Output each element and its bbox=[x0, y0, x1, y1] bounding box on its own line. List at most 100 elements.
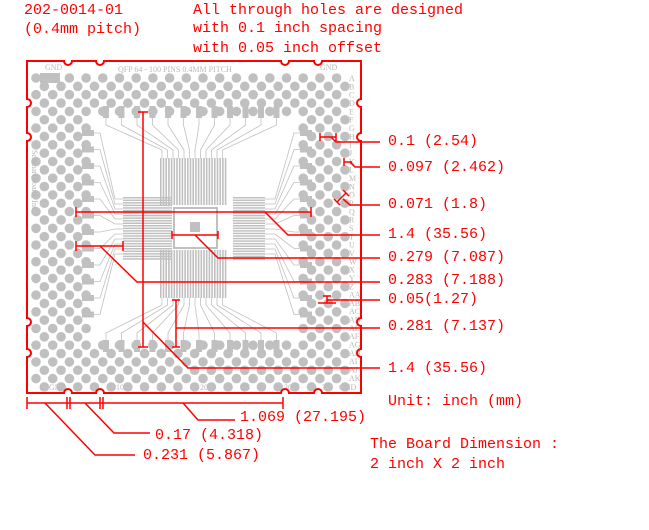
through-hole bbox=[298, 89, 309, 100]
trace bbox=[94, 253, 123, 315]
through-hole bbox=[47, 256, 58, 267]
qfp-pad bbox=[233, 207, 265, 209]
through-hole bbox=[148, 357, 158, 367]
row-label: AB bbox=[349, 299, 360, 308]
dimension-lines bbox=[26, 111, 380, 456]
through-hole bbox=[340, 131, 350, 142]
qfp-fanout-pad bbox=[273, 106, 280, 118]
part-number: 202-0014-01 bbox=[24, 2, 124, 19]
board-dimension-label: The Board Dimension : bbox=[370, 436, 560, 453]
qfp-pad bbox=[233, 202, 265, 204]
qfp-fanout-pad bbox=[165, 340, 171, 352]
qfp-pad bbox=[160, 250, 162, 298]
through-hole bbox=[290, 81, 300, 92]
row-label: T bbox=[349, 232, 354, 241]
through-hole bbox=[340, 265, 350, 275]
through-hole bbox=[306, 365, 317, 376]
qfp-pad bbox=[123, 207, 172, 209]
through-hole bbox=[331, 307, 342, 317]
through-hole bbox=[181, 89, 192, 100]
through-hole bbox=[323, 248, 334, 259]
through-hole bbox=[306, 81, 317, 92]
dim-label-left: 0.283 (7.188) bbox=[388, 272, 506, 289]
qfp-pad bbox=[170, 250, 173, 298]
trace bbox=[183, 118, 190, 158]
dim-label-notch-edge: 0.231 (5.867) bbox=[143, 447, 261, 464]
qfp-pad bbox=[233, 248, 265, 250]
through-hole bbox=[72, 98, 83, 108]
qfp-pad bbox=[173, 250, 176, 298]
through-hole bbox=[248, 373, 258, 384]
through-hole bbox=[323, 114, 334, 125]
through-hole bbox=[323, 348, 334, 359]
through-hole bbox=[56, 148, 66, 158]
through-hole bbox=[114, 357, 125, 367]
row-label: H bbox=[349, 132, 355, 141]
through-hole bbox=[123, 98, 133, 108]
through-hole bbox=[89, 348, 100, 359]
through-hole bbox=[306, 114, 317, 125]
column-label: 15 bbox=[158, 383, 166, 392]
through-hole bbox=[72, 215, 83, 225]
through-hole bbox=[64, 223, 75, 234]
through-hole bbox=[47, 190, 58, 200]
through-hole bbox=[198, 357, 208, 367]
trace bbox=[265, 198, 300, 220]
qfp-pad bbox=[173, 158, 176, 205]
qfp-fanout-pad bbox=[300, 262, 312, 268]
through-hole bbox=[214, 89, 225, 100]
row-label: I bbox=[349, 141, 352, 150]
qfp-pad bbox=[160, 158, 162, 205]
through-hole bbox=[198, 73, 208, 83]
dim-label-offset: 0.05(1.27) bbox=[388, 291, 479, 308]
through-hole bbox=[106, 98, 116, 108]
row-label: M bbox=[349, 174, 356, 183]
through-hole bbox=[64, 373, 75, 384]
row-label: F bbox=[349, 116, 354, 125]
qfp-pad bbox=[224, 158, 227, 205]
qfp-fanout-pad bbox=[134, 106, 140, 118]
through-hole bbox=[156, 81, 167, 92]
qfp-pad bbox=[178, 158, 181, 205]
qfp-pad bbox=[168, 158, 170, 205]
dim-0.071 bbox=[336, 192, 347, 203]
through-hole bbox=[298, 357, 309, 367]
trace bbox=[265, 233, 300, 249]
through-hole bbox=[72, 348, 83, 359]
through-hole bbox=[39, 114, 50, 125]
qfp-fanout-pad bbox=[242, 340, 249, 352]
qfp-fanout-pad bbox=[82, 146, 94, 153]
through-hole bbox=[31, 123, 41, 133]
qfp-pad bbox=[123, 212, 172, 214]
through-hole bbox=[214, 373, 225, 384]
through-hole bbox=[340, 298, 350, 309]
trace bbox=[211, 118, 246, 158]
through-hole bbox=[273, 365, 283, 376]
through-hole bbox=[331, 173, 342, 183]
through-hole bbox=[31, 223, 41, 234]
through-hole bbox=[323, 332, 334, 342]
through-hole bbox=[315, 256, 325, 267]
through-hole bbox=[331, 156, 342, 167]
qfp-pad bbox=[187, 158, 189, 205]
qfp-fanout-pad bbox=[300, 179, 312, 186]
row-label: W bbox=[349, 257, 357, 266]
qfp-pad bbox=[123, 199, 172, 202]
through-hole bbox=[239, 81, 250, 92]
qfp-pad bbox=[165, 250, 167, 298]
trace bbox=[200, 298, 215, 340]
leader-0.231 bbox=[44, 402, 135, 456]
through-hole bbox=[256, 81, 267, 92]
row-label: AC bbox=[349, 307, 360, 316]
through-hole bbox=[123, 365, 133, 376]
through-hole bbox=[340, 281, 350, 292]
through-hole bbox=[39, 215, 50, 225]
trace bbox=[194, 298, 200, 340]
through-hole bbox=[331, 89, 342, 100]
through-hole bbox=[47, 206, 58, 217]
through-hole bbox=[164, 73, 175, 83]
through-hole bbox=[315, 206, 325, 217]
qfp-pad bbox=[233, 242, 265, 245]
through-hole bbox=[323, 315, 334, 325]
qfp-pad bbox=[168, 250, 170, 298]
